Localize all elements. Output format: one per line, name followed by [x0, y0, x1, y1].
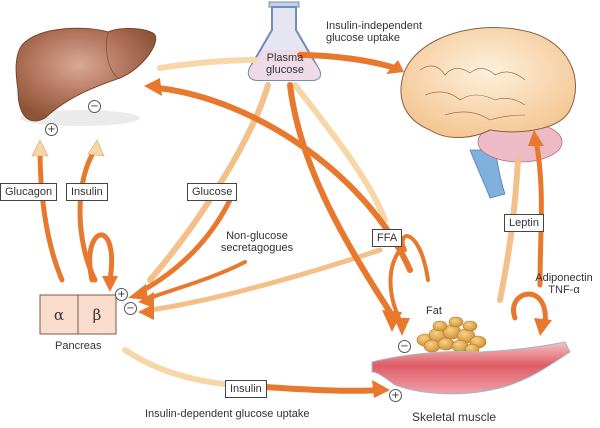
- ffa-box: FFA: [372, 229, 403, 247]
- glucagon-box: Glucagon: [0, 183, 58, 201]
- arrowhead-pancreas-minus-1: [138, 292, 154, 308]
- arrow-adiponectin-loop: [511, 291, 548, 328]
- leptin-box: Leptin: [504, 214, 544, 232]
- beta-cell: β: [92, 306, 102, 324]
- arrow-flask-to-muscle: [287, 82, 398, 323]
- adiponectin-label: Adiponectin: [535, 272, 593, 284]
- insulin-muscle-box: Insulin: [225, 380, 267, 398]
- non-glucose-line2: secretagogues: [220, 242, 294, 254]
- insulin-dependent-label: Insulin-dependent glucose uptake: [145, 408, 310, 420]
- arrow-flask-glucose-down: [147, 82, 271, 283]
- alpha-cell: α: [53, 306, 65, 324]
- arrow-glucagon-up: [37, 147, 65, 283]
- arrowhead-muscle: [382, 310, 402, 332]
- arrowhead-pancreas-plus: [128, 284, 148, 300]
- arrowhead-cerebellum: [528, 130, 544, 146]
- non-glucose-line1: Non-glucose: [226, 230, 288, 242]
- muscle-plus-sign: +: [389, 389, 402, 402]
- liver-organ: [15, 27, 157, 126]
- muscle-minus-sign: −: [398, 340, 411, 353]
- arrow-to-brain-cerebellum: [533, 137, 544, 288]
- arrowhead-pancreas-minus-2: [138, 304, 154, 320]
- arrowhead-muscle-minus: [394, 318, 410, 336]
- arrow-ffa-to-muscle: [388, 248, 402, 322]
- brain-organ: [400, 26, 577, 199]
- liver-plus-sign: +: [45, 123, 58, 136]
- insulin-independent-line2: glucose uptake: [326, 32, 400, 44]
- pancreas-plus-sign: +: [115, 288, 128, 301]
- liver-minus-sign: −: [88, 100, 101, 113]
- arrowhead-insulin-liver: [87, 139, 105, 157]
- arrow-beta-autocrine: [87, 232, 114, 283]
- pancreas-minus-sign: −: [124, 302, 137, 315]
- arrowhead-beta: [102, 276, 118, 292]
- pancreas-label: Pancreas: [55, 340, 102, 352]
- arrow-flask-to-ffa: [292, 82, 388, 223]
- arrowhead-adiponectin: [534, 318, 552, 336]
- tnf-alpha-label: TNF-α: [548, 284, 580, 296]
- pancreas-organ: [39, 294, 117, 335]
- arrowhead-glucagon: [31, 139, 49, 157]
- arrowhead-insulin-muscle: [372, 380, 390, 398]
- fat-tissue: [416, 316, 487, 355]
- skeletal-muscle: [371, 341, 571, 395]
- arrowhead-liver: [144, 78, 162, 96]
- arrow-ffa-fat-loop: [400, 234, 430, 282]
- flask-label-line2: glucose: [266, 64, 304, 76]
- arrowhead-brain: [386, 60, 404, 74]
- insulin-independent-line1: Insulin-independent: [326, 20, 423, 32]
- glucose-box: Glucose: [187, 183, 238, 201]
- arrow-flask-to-brain: [297, 52, 398, 71]
- arrow-glucose-to-pancreas: [137, 197, 233, 295]
- flask-label-line1: Plasma: [266, 52, 304, 64]
- skeletal-muscle-label: Skeletal muscle: [412, 410, 497, 424]
- arrow-nonglucose-to-pancreas: [148, 260, 247, 300]
- arrow-flask-to-liver: [157, 57, 258, 71]
- insulin-liver-box: Insulin: [66, 183, 108, 201]
- arrow-insulin-to-muscle: [262, 384, 383, 394]
- fat-label: Fat: [426, 305, 442, 317]
